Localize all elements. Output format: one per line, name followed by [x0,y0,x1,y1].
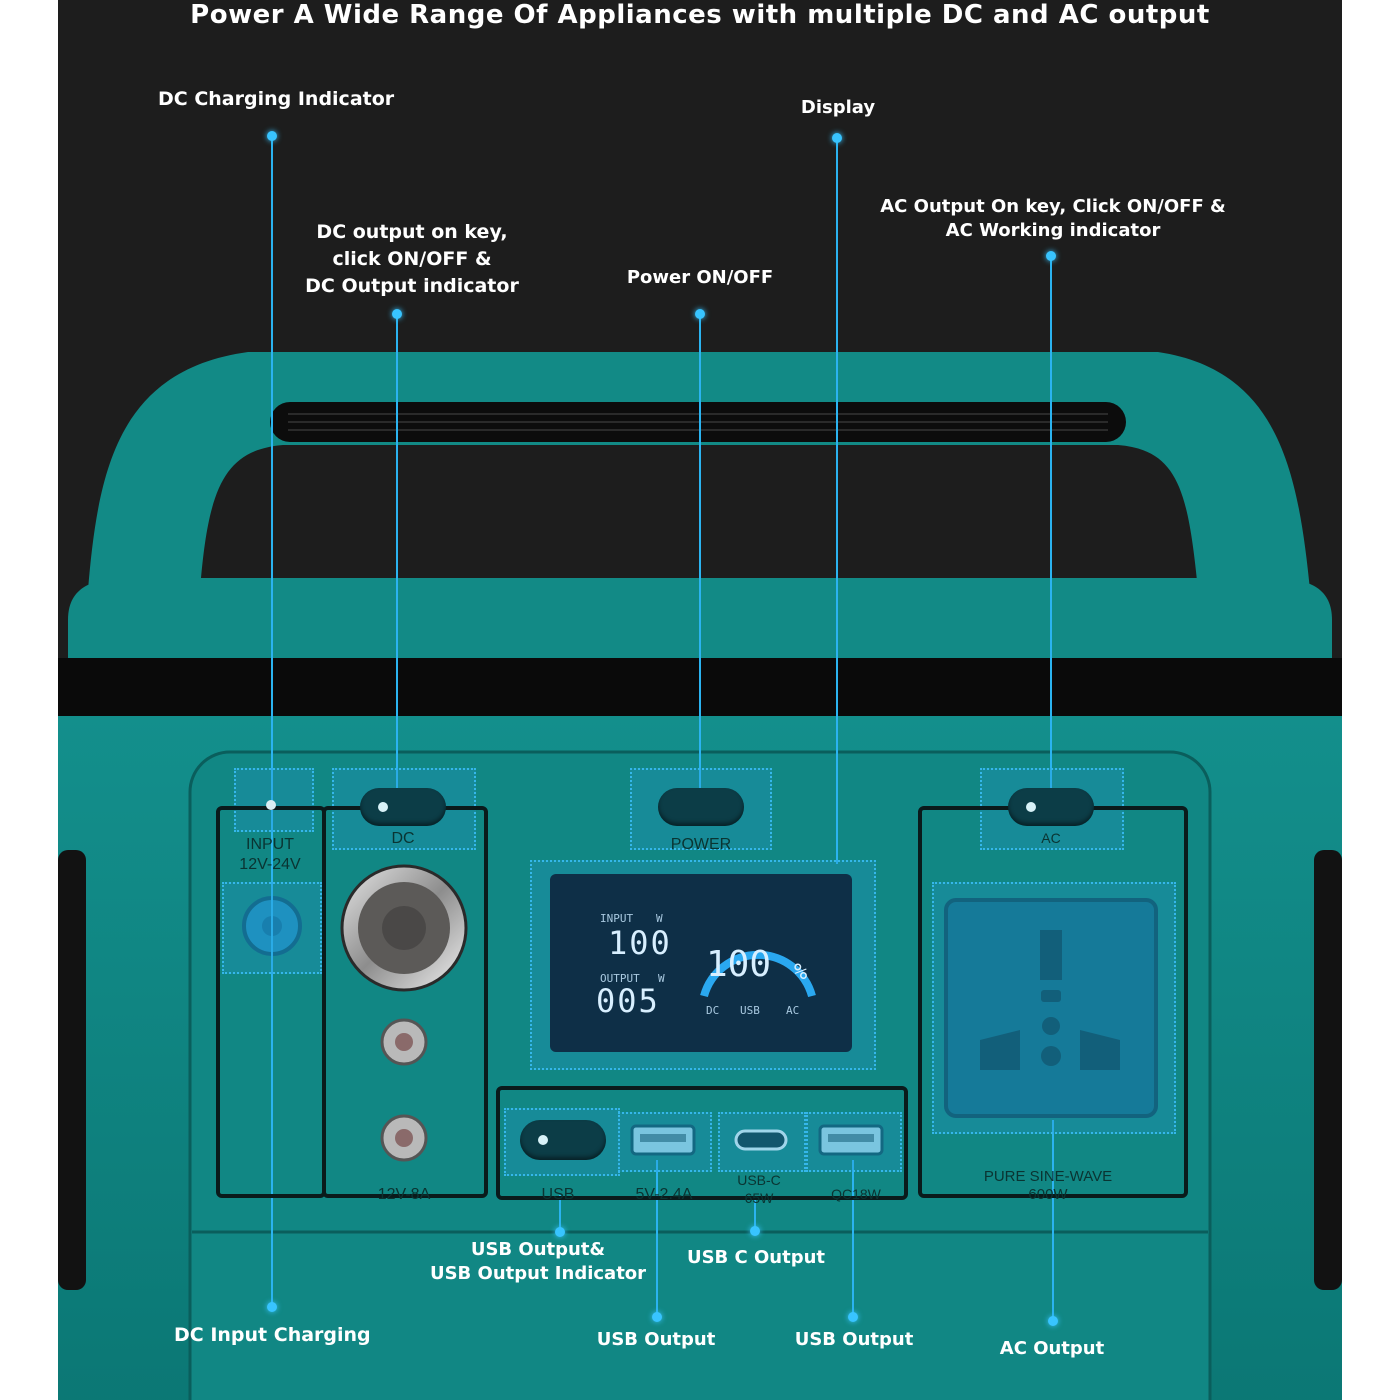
usb-output-button[interactable] [520,1120,606,1160]
callout-ac-key: AC Output On key, Click ON/OFF & AC Work… [858,195,1248,243]
sine-rating: 600W [1028,1186,1068,1203]
highlight-usb-a-2 [806,1112,902,1172]
callout-ac-key-line2: AC Working indicator [945,220,1161,241]
callout-dot [267,131,277,141]
lcd-dc-indicator: DC [706,1004,720,1017]
callout-dot [832,133,842,143]
callout-dot [555,1227,565,1237]
lcd-input-unit: W [656,912,663,925]
highlight-ac-socket [932,882,1176,1134]
highlight-usb-a-1 [618,1112,712,1172]
usb-a-rating: 5V-2.4A [635,1186,693,1203]
usbc-rating: 65W [744,1190,774,1206]
callout-dot [695,309,705,319]
power-label: POWER [670,836,732,853]
highlight-input-port [222,882,322,974]
callout-dc-key-line1: DC output on key, [316,221,508,243]
lcd-display: INPUT W 100 OUTPUT W 005 100 % DC USB AC [550,874,852,1052]
ac-output-led [1026,802,1036,812]
callout-usb-c-output: USB C Output [686,1247,826,1268]
headline: Power A Wide Range Of Appliances with mu… [190,0,1210,30]
sine-label: PURE SINE-WAVE [983,1168,1113,1185]
callout-usb-indicator: USB Output& USB Output Indicator [422,1238,654,1286]
callout-dot [750,1226,760,1236]
callout-dc-key-line2: click ON/OFF & [332,248,492,270]
battery-gauge-fill [700,950,816,998]
dc-rating: 12V-8A [377,1186,431,1203]
callout-dot [1048,1316,1058,1326]
input-label: INPUT [246,836,294,853]
dc-output-button[interactable] [360,788,446,826]
callout-dot [267,1302,277,1312]
input-range: 12V-24V [239,856,301,873]
callout-ac-key-line1: AC Output On key, Click ON/OFF & [880,196,1226,217]
highlight-usb-c [718,1112,806,1172]
ac-output-button[interactable] [1008,788,1094,826]
lcd-input-value: 100 [608,924,672,962]
callout-dc-input-charging: DC Input Charging [174,1324,371,1346]
usb-output-led [538,1135,548,1145]
callout-dot [848,1312,858,1322]
callout-power: Power ON/OFF [626,267,774,288]
product-graphic: Power A Wide Range Of Appliances with mu… [58,0,1342,1400]
callout-dot [652,1312,662,1322]
dc-label: DC [391,830,415,847]
qc-rating: QC18W [831,1186,881,1202]
lcd-output-value: 005 [596,982,660,1020]
lcd-ac-indicator: AC [786,1004,800,1017]
callout-dc-key: DC output on key, click ON/OFF & DC Outp… [278,219,546,300]
usb-c-port [734,1129,788,1151]
callout-dot [1046,251,1056,261]
callout-dot [392,309,402,319]
lcd-output-label: OUTPUT [600,972,640,985]
callout-usb-indicator-line1: USB Output& [470,1239,606,1260]
callout-ac-output: AC Output [999,1338,1105,1359]
lcd-battery-value: 100 [706,944,772,985]
dc-charging-led [266,800,276,810]
ac-frame [918,806,1188,1198]
highlight-dc-charging-led [234,768,314,832]
usbc-label: USB-C [737,1172,781,1188]
lcd-battery-unit: % [794,960,808,985]
usb-frame [496,1086,908,1200]
lcd-input-label: INPUT [600,912,634,925]
callout-usb-output-2: USB Output [794,1329,914,1350]
usb-label: USB [541,1186,575,1203]
callout-usb-output-1: USB Output [596,1329,716,1350]
callout-usb-indicator-line2: USB Output Indicator [429,1263,647,1284]
lcd-usb-indicator: USB [740,1004,760,1017]
callout-dc-key-line3: DC Output indicator [305,275,519,297]
lcd-output-unit: W [658,972,665,985]
dc-frame [322,806,488,1198]
dc-output-led [378,802,388,812]
ac-label: AC [1041,830,1061,846]
battery-gauge-arc [700,950,816,998]
callout-display: Display [800,97,876,118]
power-button[interactable] [658,788,744,826]
callout-dc-charging-indicator: DC Charging Indicator [158,88,395,110]
